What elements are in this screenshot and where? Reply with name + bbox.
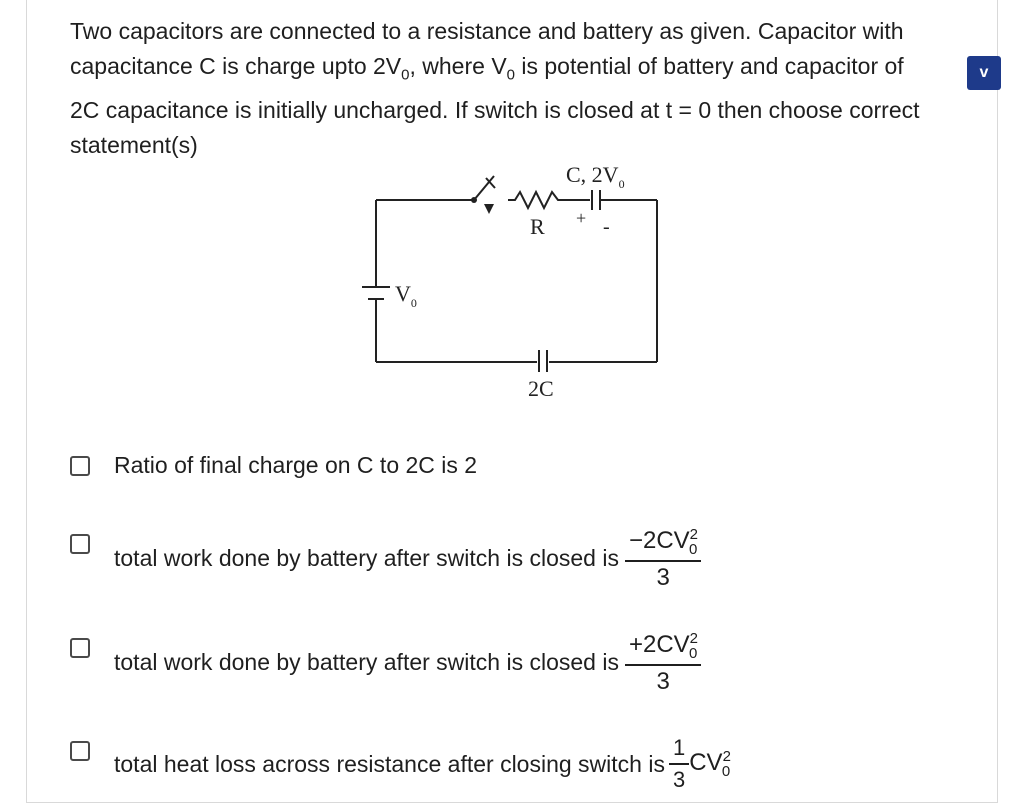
option-2[interactable]: total work done by battery after switch … [70,526,702,592]
option-3-checkbox[interactable] [70,637,90,658]
switch-contact-left [471,197,477,203]
option-2-fraction: −2CV20 3 [624,526,702,592]
option-2-checkbox[interactable] [70,533,90,554]
chevron-down-icon: v [979,64,989,81]
option-4-text: total heat loss across resistance after … [114,750,665,777]
option-3-fraction: +2CV20 3 [624,630,702,696]
plus-sign: + [576,208,586,228]
question-text: Two capacitors are connected to a resist… [70,14,970,163]
expand-button[interactable]: v [967,56,1001,90]
switch-contact-arrow [484,204,494,214]
option-4-checkbox[interactable] [70,741,90,761]
switch-lever [473,175,495,201]
option-4[interactable]: total heat loss across resistance after … [70,735,731,793]
option-1-checkbox[interactable] [70,455,90,476]
option-2-text: total work done by battery after switch … [114,545,619,572]
question-line-1: Two capacitors are connected to a resist… [70,18,904,44]
switch-tick [485,177,496,189]
battery-label: V0 [395,281,417,310]
minus-sign: - [603,216,610,238]
option-1-text: Ratio of final charge on C to 2C is 2 [114,452,478,478]
option-1[interactable]: Ratio of final charge on C to 2C is 2 [70,452,477,479]
cap-top-label: C, 2V0 [566,162,625,191]
question-line-3: 2C capacitance is initially uncharged. I… [70,96,920,123]
resistor-label: R [530,214,545,239]
resistor-zigzag [508,189,590,211]
option-4-tail: CV20 [689,748,731,780]
option-3-text: total work done by battery after switch … [114,649,619,676]
cap-bottom-label: 2C [528,376,554,401]
question-line-4: statement(s) [70,131,198,158]
question-line-2: capacitance C is charge upto 2V0, where … [70,53,904,84]
option-3[interactable]: total work done by battery after switch … [70,630,702,696]
option-4-fraction: 1 3 [668,735,690,793]
